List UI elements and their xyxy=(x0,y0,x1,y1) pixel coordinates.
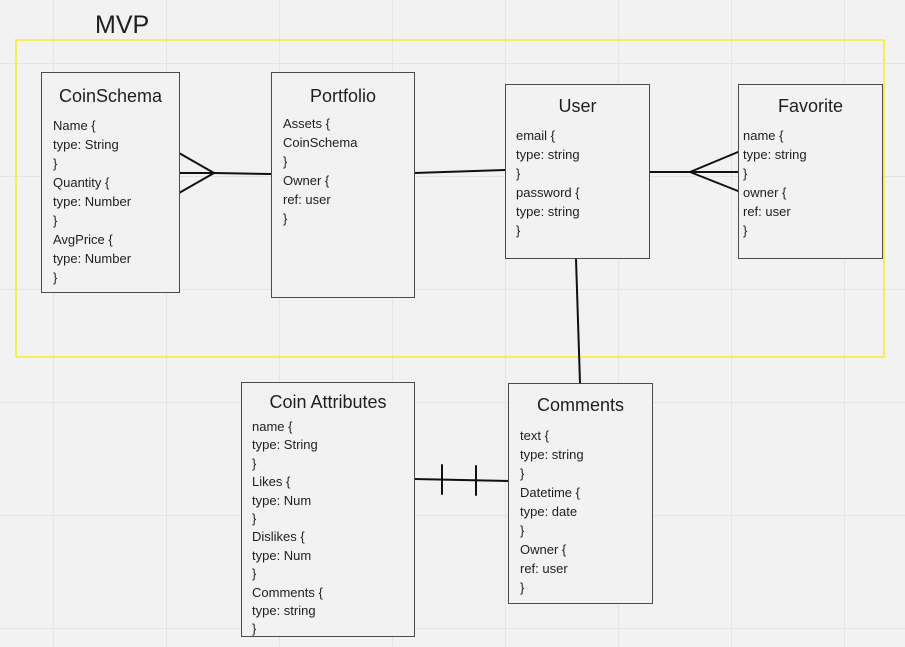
field-line: type: Number xyxy=(53,194,132,209)
field-line: } xyxy=(283,211,288,226)
field-line: Comments { xyxy=(252,584,323,600)
entity-title: Portfolio xyxy=(309,86,377,106)
field-line: } xyxy=(520,580,525,595)
mvp-frame xyxy=(15,39,885,358)
field-line: Owner { xyxy=(520,542,567,557)
field-line: type: date xyxy=(520,504,578,519)
field-line: Name { xyxy=(53,118,96,133)
field-list: Assets { CoinSchema } Owner { ref: user … xyxy=(283,114,357,228)
edge-coinattributes-comments xyxy=(413,478,510,482)
crowfoot-favorite-upper xyxy=(689,151,739,173)
field-line: text { xyxy=(520,428,549,443)
field-list: name { type: string } owner { ref: user … xyxy=(743,126,807,240)
field-line: AvgPrice { xyxy=(53,232,113,247)
field-line: type: Num xyxy=(252,547,312,563)
field-line: type: string xyxy=(252,603,316,619)
edge-portfolio-user xyxy=(413,169,506,174)
entity-coinschema[interactable]: CoinSchema Name { type: String } Quantit… xyxy=(41,72,180,293)
field-line: type: string xyxy=(516,147,580,162)
field-line: Likes { xyxy=(252,474,291,490)
crowfoot-coinschema-lower xyxy=(178,172,215,194)
field-line: type: Num xyxy=(252,492,312,508)
entity-user[interactable]: User email { type: string } password { t… xyxy=(505,84,650,259)
edge-user-comments xyxy=(575,258,581,384)
frame-title: MVP xyxy=(95,11,150,39)
entity-comments[interactable]: Comments text { type: string } Datetime … xyxy=(508,383,653,604)
field-line: } xyxy=(520,466,525,481)
field-line: CoinSchema xyxy=(283,135,358,150)
field-list: name { type: String } Likes { type: Num … xyxy=(252,418,323,639)
entity-title: Favorite xyxy=(777,96,844,116)
entity-title: User xyxy=(558,96,597,116)
field-line: Assets { xyxy=(283,116,330,131)
entity-title: CoinSchema xyxy=(58,86,163,106)
field-list: text { type: string } Datetime { type: d… xyxy=(520,426,584,597)
field-line: ref: user xyxy=(743,204,791,219)
field-line: } xyxy=(53,156,58,171)
field-line: type: string xyxy=(743,147,807,162)
entity-coin-attributes[interactable]: Coin Attributes name { type: String } Li… xyxy=(241,382,415,637)
field-line: } xyxy=(743,223,748,238)
field-line: } xyxy=(520,523,525,538)
field-line: } xyxy=(516,223,521,238)
field-line: name { xyxy=(252,419,293,434)
edge-coinschema-portfolio xyxy=(213,172,272,175)
field-line: Dislikes { xyxy=(252,529,305,545)
entity-portfolio[interactable]: Portfolio Assets { CoinSchema } Owner { … xyxy=(271,72,415,298)
field-line: email { xyxy=(516,128,556,143)
crowfoot-favorite-lower xyxy=(689,171,739,192)
field-line: Quantity { xyxy=(53,175,110,190)
field-line: name { xyxy=(743,128,784,143)
field-line: } xyxy=(252,621,257,637)
field-line: type: string xyxy=(520,447,584,462)
field-line: } xyxy=(252,566,257,582)
field-line: ref: user xyxy=(283,192,331,207)
field-line: type: Number xyxy=(53,251,132,266)
field-line: } xyxy=(283,154,288,169)
field-line: type: String xyxy=(53,137,119,152)
crowfoot-coinschema-upper xyxy=(178,152,215,174)
field-line: } xyxy=(743,166,748,181)
field-line: type: String xyxy=(252,437,318,453)
field-list: email { type: string } password { type: … xyxy=(516,126,580,240)
field-line: Owner { xyxy=(283,173,330,188)
field-line: } xyxy=(252,511,257,527)
field-line: } xyxy=(516,166,521,181)
field-line: Datetime { xyxy=(520,485,580,500)
field-line: ref: user xyxy=(520,561,568,576)
entity-favorite[interactable]: Favorite name { type: string } owner { r… xyxy=(738,84,883,259)
entity-title: Coin Attributes xyxy=(269,392,387,412)
field-line: } xyxy=(53,270,58,285)
field-line: owner { xyxy=(743,185,787,200)
entity-title: Comments xyxy=(536,395,625,415)
field-line: password { xyxy=(516,185,580,200)
field-line: } xyxy=(252,455,257,471)
field-line: type: string xyxy=(516,204,580,219)
field-line: } xyxy=(53,213,58,228)
field-list: Name { type: String } Quantity { type: N… xyxy=(53,116,131,287)
